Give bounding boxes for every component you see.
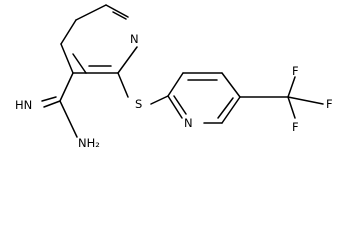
trifluoromethyl-group xyxy=(239,76,324,119)
pyridine-nitrogen-label: N xyxy=(184,116,193,130)
pyridine-ring-1 xyxy=(60,4,138,74)
pyridine-ring-2 xyxy=(167,72,241,124)
sulfur-label: S xyxy=(135,97,142,111)
bond xyxy=(59,72,74,102)
molecule-drawing: N N S HN NH₂ F F F xyxy=(15,4,333,150)
thioether-link xyxy=(117,72,169,105)
bond xyxy=(117,46,138,74)
bond xyxy=(117,72,129,98)
bond xyxy=(150,95,169,105)
bond xyxy=(221,72,241,98)
bond xyxy=(105,4,129,18)
fluorine-label: F xyxy=(292,120,299,134)
bond xyxy=(221,96,241,124)
amidine-group xyxy=(41,72,78,138)
pyridine-nitrogen-label: N xyxy=(130,32,139,46)
structure-canvas: N N S HN NH₂ F F F xyxy=(15,4,333,150)
bond xyxy=(167,72,184,97)
bond xyxy=(43,100,61,108)
bond xyxy=(60,19,77,45)
bond xyxy=(217,97,234,119)
bond xyxy=(41,96,57,102)
fluorine-label: F xyxy=(292,64,299,78)
fluorine-label: F xyxy=(326,97,333,111)
bond xyxy=(167,95,183,119)
bond xyxy=(75,4,107,21)
bond xyxy=(287,76,296,98)
bond xyxy=(72,53,87,74)
bond xyxy=(112,11,127,20)
bond xyxy=(60,43,74,74)
bond xyxy=(287,96,296,119)
bond xyxy=(287,96,324,105)
bond xyxy=(173,95,187,115)
imine-label: HN xyxy=(15,98,32,112)
amine-label: NH₂ xyxy=(78,136,100,150)
bond xyxy=(59,100,78,138)
